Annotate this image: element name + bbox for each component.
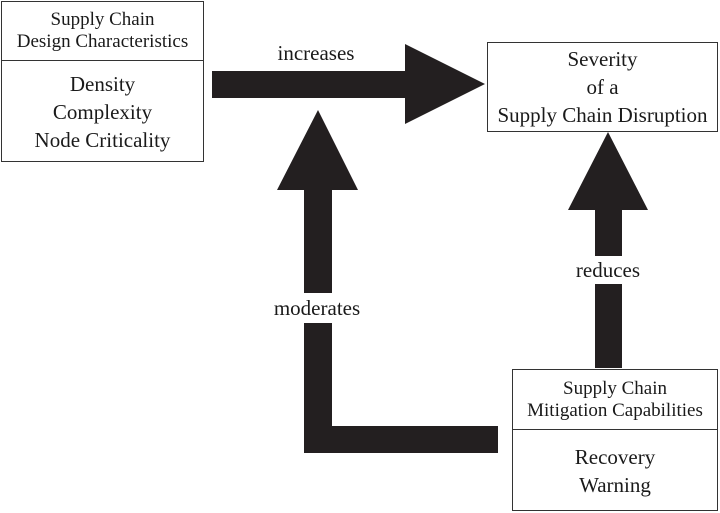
mitigation-header-line-1: Supply Chain xyxy=(563,377,667,399)
increases-arrow xyxy=(212,44,485,124)
design-item-complexity: Complexity xyxy=(52,99,153,124)
design-item-density: Density xyxy=(69,71,136,96)
moderates-arrow xyxy=(277,110,498,453)
mitigation-capabilities-items: Recovery Warning xyxy=(513,430,717,511)
reduces-label: reduces xyxy=(566,256,650,284)
mitigation-capabilities-header: Supply Chain Mitigation Capabilities xyxy=(513,370,717,430)
design-header-line-1: Supply Chain xyxy=(50,9,155,30)
moderates-label: moderates xyxy=(262,293,372,323)
design-characteristics-items: Density Complexity Node Criticality xyxy=(2,61,203,162)
severity-box: Severity of a Supply Chain Disruption xyxy=(487,42,718,132)
increases-label: increases xyxy=(266,40,366,66)
design-item-node-criticality: Node Criticality xyxy=(34,127,171,152)
reduces-arrow xyxy=(568,132,648,368)
mitigation-header-line-2: Mitigation Capabilities xyxy=(527,399,703,421)
design-characteristics-header: Supply Chain Design Characteristics xyxy=(2,2,203,61)
design-header-line-2: Design Characteristics xyxy=(16,31,189,52)
mitigation-capabilities-box: Supply Chain Mitigation Capabilities Rec… xyxy=(512,369,718,511)
mitigation-item-warning: Warning xyxy=(579,472,651,497)
mitigation-item-recovery: Recovery xyxy=(574,444,656,469)
design-characteristics-box: Supply Chain Design Characteristics Dens… xyxy=(1,1,204,162)
severity-line-2: of a xyxy=(586,75,619,99)
severity-line-3: Supply Chain Disruption xyxy=(497,103,708,127)
severity-text: Severity of a Supply Chain Disruption xyxy=(488,43,717,131)
severity-line-1: Severity xyxy=(567,47,638,71)
